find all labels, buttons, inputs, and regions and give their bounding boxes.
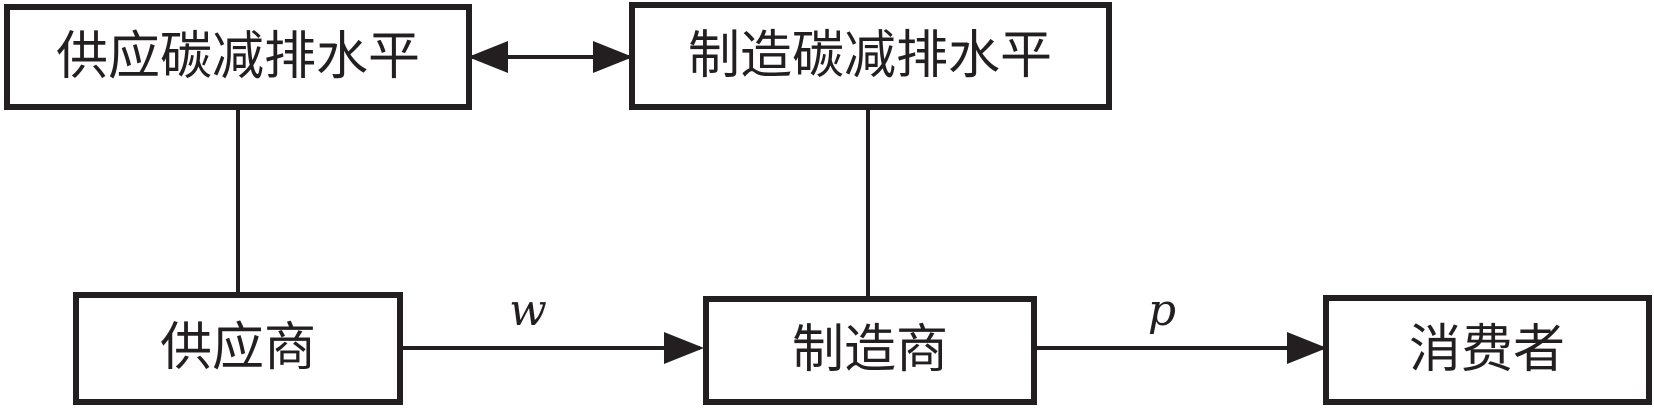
manufacturer-label: 制造商 — [792, 320, 948, 380]
supply-reduction-node: 供应碳减排水平 — [4, 4, 472, 110]
manufacture-reduction-node: 制造碳减排水平 — [629, 2, 1112, 110]
manufacture-reduction-label: 制造碳减排水平 — [688, 26, 1052, 86]
wholesale-price-label: w — [509, 285, 547, 336]
consumer-label: 消费者 — [1409, 320, 1565, 380]
retail-price-label: p — [1148, 285, 1176, 336]
consumer-node: 消费者 — [1323, 295, 1652, 405]
supplier-label: 供应商 — [160, 318, 316, 378]
supply-reduction-label: 供应碳减排水平 — [56, 27, 420, 87]
supplier-node: 供应商 — [73, 292, 403, 405]
manufacturer-node: 制造商 — [703, 296, 1037, 405]
